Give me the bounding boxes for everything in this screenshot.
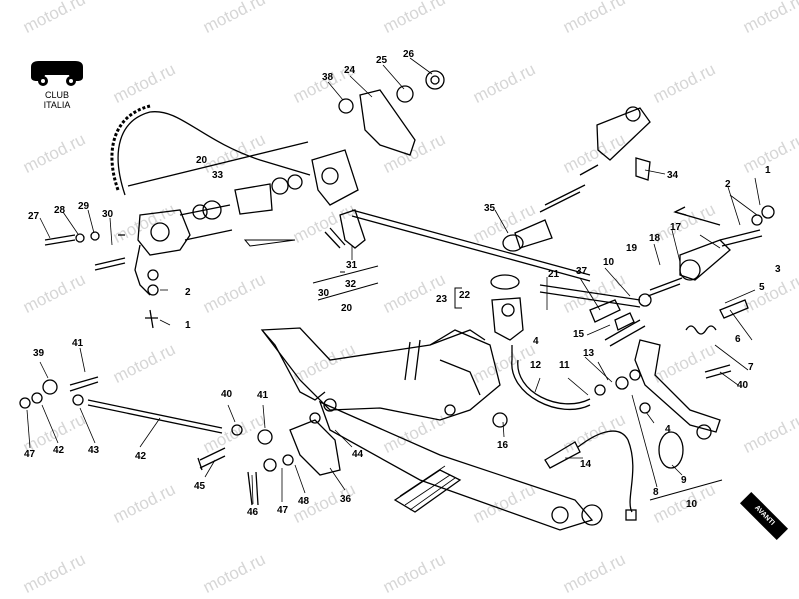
part-number-label: 36 (340, 494, 352, 505)
part-number-label: 44 (352, 449, 364, 460)
part-number-label: 48 (298, 496, 310, 507)
part-number-label: 41 (257, 390, 269, 401)
part-number-label: 8 (653, 487, 659, 498)
part-number-label: 16 (497, 440, 509, 451)
part-number-label: 39 (33, 348, 45, 359)
part-number-label: 26 (403, 49, 415, 60)
part-number-label: 1 (765, 165, 771, 176)
part-number-label: 2 (185, 287, 191, 298)
club-italia-logo (31, 61, 83, 86)
bracket-24 (359, 89, 416, 156)
plate-48 (289, 419, 341, 476)
part-number-label: 2 (725, 179, 731, 190)
part-number-label: 32 (345, 279, 357, 290)
part-number-label: 42 (135, 451, 147, 462)
pushrod-boot-33 (234, 183, 273, 215)
part-number-label: 46 (247, 507, 259, 518)
part-number-label: 29 (78, 201, 90, 212)
part-number-label: 45 (194, 481, 206, 492)
part-number-label: 10 (603, 257, 615, 268)
part-number-label: 18 (649, 233, 661, 244)
part-number-label: 11 (559, 360, 570, 371)
part-number-label: 19 (626, 243, 638, 254)
part-number-label: 1 (185, 320, 191, 331)
frame-plate-lower (318, 400, 594, 531)
part-number-label: 22 (459, 290, 471, 301)
part-number-label: 7 (748, 362, 754, 373)
reservoir-cap (490, 274, 520, 290)
part-number-label: 30 (102, 209, 114, 220)
part-number-label: 13 (583, 348, 595, 359)
part-number-label: 47 (277, 505, 289, 516)
logo-line2: ITALIA (43, 100, 71, 110)
frame-bracket (260, 327, 501, 421)
clip-piece (243, 239, 296, 247)
spring-6 (685, 325, 717, 335)
part-number-label: 4 (533, 336, 539, 347)
brake-pedal (634, 339, 721, 433)
part-number-label: 33 (212, 170, 224, 181)
cylinder-bracket (311, 149, 359, 206)
part-number-label: 20 (341, 303, 353, 314)
part-number-label: 43 (88, 445, 100, 456)
part-number-label: 30 (318, 288, 330, 299)
part-number-label: 3 (775, 264, 781, 275)
part-number-label: 17 (670, 222, 682, 233)
logo-text: CLUB ITALIA (40, 90, 74, 110)
hose-16 (511, 359, 591, 410)
part-number-label: 28 (54, 205, 66, 216)
part-number-label: 25 (376, 55, 388, 66)
master-cylinder-rear (137, 209, 191, 256)
part-number-label: 31 (346, 260, 358, 271)
logo-line1: CLUB (44, 90, 69, 100)
part-number-label: 35 (484, 203, 496, 214)
part-number-label: 6 (735, 334, 741, 345)
pedal-rubber-8 (658, 431, 684, 469)
master-cylinder-right (596, 107, 651, 161)
part-number-label: 20 (196, 155, 208, 166)
part-number-label: 9 (681, 475, 687, 486)
brake-hose-20 (117, 111, 311, 196)
rod-43 (87, 399, 223, 429)
switch-13 (544, 441, 581, 469)
part-number-label: 38 (322, 72, 334, 83)
part-number-label: 34 (667, 170, 679, 181)
part-number-label: 14 (580, 459, 592, 470)
part-number-label: 23 (436, 294, 448, 305)
part-number-label: 5 (759, 282, 765, 293)
footpeg (393, 469, 462, 513)
reservoir-22 (491, 297, 524, 341)
part-number-label: 40 (737, 380, 749, 391)
part-number-label: 37 (576, 266, 588, 277)
part-number-label: 24 (344, 65, 356, 76)
part-number-label: 15 (573, 329, 585, 340)
part-number-label: 21 (548, 269, 560, 280)
part-number-label: 42 (53, 445, 65, 456)
part-number-label: 47 (24, 449, 36, 460)
part-number-label: 27 (28, 211, 40, 222)
part-number-label: 10 (686, 499, 698, 510)
part-number-label: 12 (530, 360, 542, 371)
part-number-label: 41 (72, 338, 84, 349)
part-number-label: 40 (221, 389, 233, 400)
footpeg-arm (261, 329, 326, 401)
part-number-label: 4 (665, 424, 671, 435)
